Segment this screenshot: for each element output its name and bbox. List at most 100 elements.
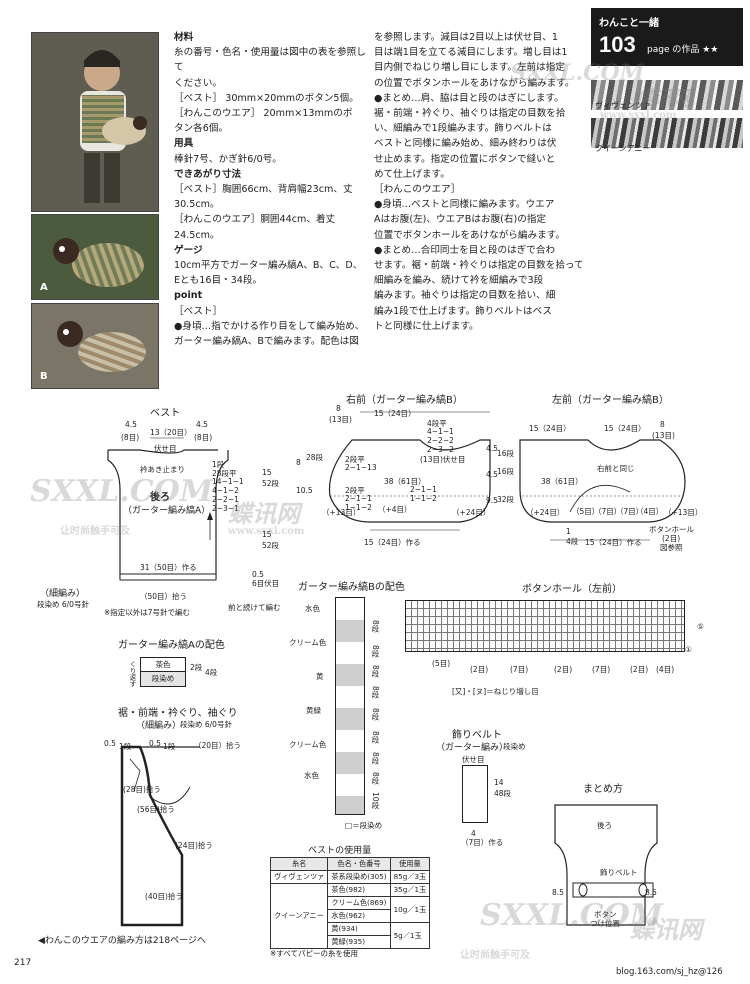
watermark-sub-bot: 让时尚触手可及	[460, 950, 530, 961]
usage-table: 糸名 色名・色番号 使用量 ヴィヴェンツァ 茶系段染め(305) 85g／3玉 …	[269, 857, 431, 949]
heading-size: できあがり寸法	[174, 168, 242, 180]
photo-boy-illustration	[32, 33, 158, 211]
rf-dim: （+13目）	[322, 508, 361, 517]
belt-label: 4	[471, 829, 476, 838]
text-line: ［ベスト］胸囲66cm、背肩幅23cm、丈	[174, 184, 353, 196]
stripe-b-row: 8段	[371, 686, 380, 699]
stripe-a-4rows: 4段	[205, 668, 218, 677]
text-line: 裾・前端・衿ぐり、袖ぐりは指定の目数を拾	[374, 108, 566, 120]
usage-table-title: ベストの使用量	[308, 846, 372, 856]
rf-dim: 1−1−2	[410, 494, 437, 503]
vest-dim: 15	[262, 530, 272, 539]
vest-dim: 1段	[212, 460, 225, 469]
text-line: 24.5cm。	[174, 229, 220, 241]
rf-dim: 38（61目）	[384, 477, 426, 486]
vest-dim: (8目)	[121, 433, 140, 442]
finish-title: まとめ方	[583, 784, 623, 795]
table-cell: 黄緑(935)	[327, 935, 391, 949]
vest-rib-yarn: 段染め 6/0号針	[37, 600, 89, 609]
rf-dim: 2−1−1	[345, 494, 372, 503]
vest-dim: 28段平	[212, 469, 237, 478]
bh-label: (7目)	[592, 665, 611, 674]
table-cell: クイーンアニー	[269, 883, 329, 949]
finish-button: ボタン	[594, 910, 617, 919]
rf-dim: 4.5	[486, 470, 498, 479]
rf-dim: 15（24目）	[374, 409, 416, 418]
lf-dim: （+24目）	[526, 508, 565, 517]
lf-dim: (2目)	[662, 534, 681, 543]
stripe-a-title: ガーター編み縞Aの配色	[118, 640, 225, 651]
text-line: 目は端1目を立てる減目にします。増し目は1	[374, 47, 568, 59]
stripe-b-color: 黄緑	[306, 706, 321, 715]
yarn-sample-2	[591, 118, 743, 148]
table-cell: ヴィヴェンツァ	[269, 870, 329, 884]
watermark-cn-mid: 蝶讯网	[228, 499, 300, 528]
watermark-brand-bot: SXXL.COM	[480, 898, 663, 933]
lf-dim: 15（24目）	[604, 424, 646, 433]
text-line: を参照します。減目は2目以上は伏せ目、1	[374, 32, 558, 43]
hem-label: (28目)拾う	[123, 785, 161, 794]
stripe-b-title: ガーター編み縞Bの配色	[298, 582, 405, 593]
stripe-b-color: 黄	[316, 672, 324, 681]
rf-dim: 15（24目）作る	[364, 538, 421, 547]
text-line: Eとも16目・34段。	[174, 275, 263, 287]
table-cell-text: クイーンアニー	[274, 911, 324, 920]
belt-label: 14	[494, 778, 504, 787]
belt-label: 伏せ目	[462, 755, 485, 764]
text-line: せます。裾・前端・衿ぐりは指定の目数を拾って	[374, 260, 584, 272]
text-line: タン各6個。	[174, 123, 229, 135]
lf-dim: 15（24目）作る	[585, 538, 642, 547]
heading-point: point	[174, 290, 203, 302]
blog-url: blog.163.com/sj_hz@126	[616, 967, 723, 977]
watermark-cn-bot: 蝶讯网	[630, 915, 702, 944]
vest-dim: 52段	[262, 541, 280, 550]
belt-yarn: 段染め	[503, 742, 526, 751]
vest-dim: 15	[262, 468, 272, 477]
lf-dim: （7目）	[594, 507, 622, 516]
vest-rib: （細編み）	[40, 589, 86, 599]
yarn-label-2: クイーンアニー	[595, 144, 651, 153]
lf-dim: 図参照	[660, 543, 683, 552]
vest-dim: 14−1−1	[212, 477, 244, 486]
hem-label: 1段	[163, 742, 176, 751]
rf-dim: 2−1−1	[410, 485, 437, 494]
text-line: ●まとめ…肩、脇は目と段のはぎにします。	[374, 92, 564, 104]
instructions-column: を参照します。減目は2目以上は伏せ目、1 目は端1目を立てる減目にします。増し目…	[374, 30, 588, 334]
bh-label: (2目)	[554, 665, 573, 674]
bh-legend: [又]・[ヌ]＝ねじり増し目	[452, 687, 539, 696]
text-line: 棒針7号、かぎ針6/0号。	[174, 153, 282, 165]
rf-dim: 2−1−13	[345, 463, 377, 472]
vest-dim: 4.5	[125, 420, 137, 429]
vest-50: （50目）拾う	[140, 592, 188, 601]
watermark-url-mid: www.sxxl.com	[228, 526, 305, 537]
text-line: ガーター編み縞A、Bで編みます。配色は図	[174, 336, 359, 348]
lf-dim: （7目）	[616, 507, 644, 516]
text-line: ●まとめ…合印同士を目と段のはぎで合わ	[374, 244, 556, 256]
vest-dim: 52段	[262, 479, 280, 488]
stripe-b-color: クリーム色	[289, 740, 327, 749]
text-line: めて仕上げます。	[374, 168, 450, 180]
bh-label: ⑤	[697, 622, 704, 631]
table-header: 色名・色番号	[327, 857, 391, 871]
vest-title: ベスト	[150, 408, 181, 419]
hem-label: （20目）拾う	[194, 741, 242, 750]
table-cell: 黄(934)	[327, 922, 391, 936]
stripe-b-row: 8段	[371, 645, 380, 658]
lf-dim: 15（24目）	[529, 424, 571, 433]
table-cell: 10g／1玉	[389, 896, 431, 923]
table-header: 糸名	[269, 857, 329, 871]
rf-dim: 4−1−1	[427, 427, 454, 436]
vest-back-diagram	[107, 437, 229, 581]
left-front-title: 左前（ガーター編み縞B）	[552, 395, 669, 406]
watermark-brand-mid: SXXL.COM	[30, 474, 213, 509]
rf-dim: 16段	[497, 449, 515, 458]
vest-back-label: 後ろ	[150, 492, 170, 503]
photo-dog-a: A	[31, 214, 159, 300]
text-line: ［ベスト］	[174, 305, 223, 317]
table-cell: 茶色(982)	[327, 883, 391, 897]
table-row: 黄緑(935)	[271, 935, 430, 949]
vest-dim: 6目伏目	[252, 579, 280, 588]
heading-materials: 材料	[174, 32, 194, 43]
bh-label: (4目)	[656, 665, 675, 674]
stripe-a-repeat: くり返す	[128, 661, 136, 687]
